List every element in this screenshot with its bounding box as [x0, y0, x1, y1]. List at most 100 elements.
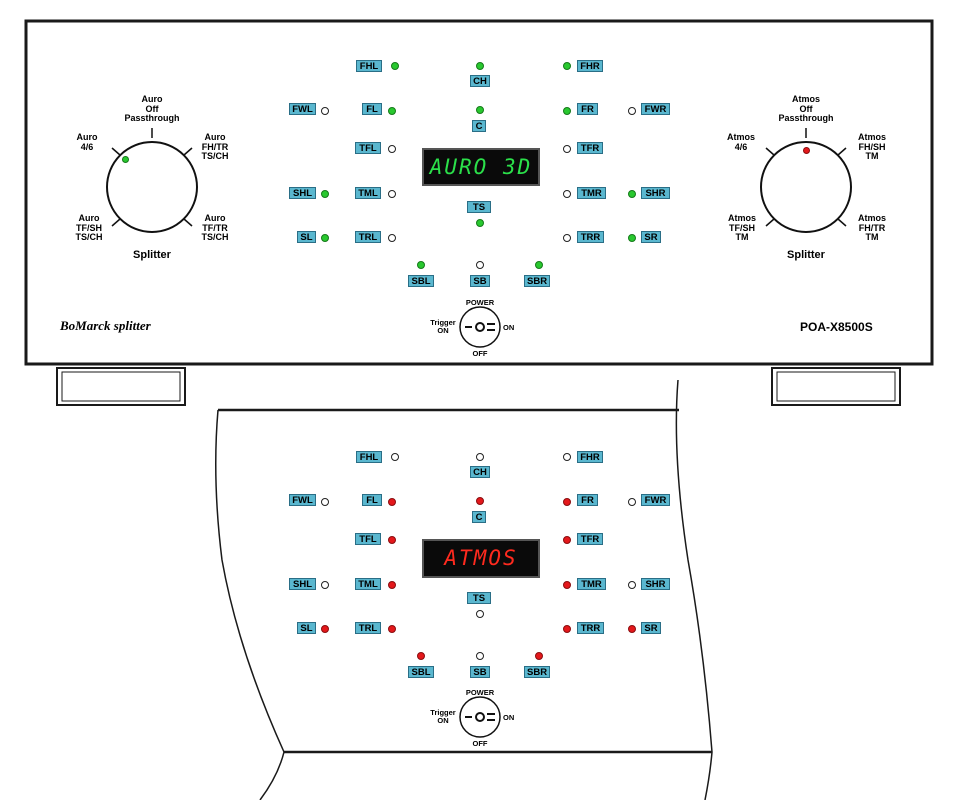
detail-led-sbl: [417, 652, 425, 660]
detail-led-trl: [388, 625, 396, 633]
detail-label-ts: TS: [467, 592, 491, 604]
front-label-fr: FR: [577, 103, 598, 115]
detail-led-fr: [563, 498, 571, 506]
detail-led-ts: [476, 610, 484, 618]
model-number: POA-X8500S: [800, 320, 873, 334]
detail-display: ATMOS: [422, 539, 540, 578]
front-label-trr: TRR: [577, 231, 604, 243]
detail-panel-outline: [215, 409, 285, 800]
front-label-ch: CH: [470, 75, 490, 87]
detail-label-fr: FR: [577, 494, 598, 506]
detail-led-fhl: [391, 453, 399, 461]
detail-label-sbr: SBR: [524, 666, 550, 678]
detail-power-title: POWER: [465, 688, 495, 697]
front-led-fr: [563, 107, 571, 115]
detail-led-sb: [476, 652, 484, 660]
detail-led-sr: [628, 625, 636, 633]
detail-led-trr: [563, 625, 571, 633]
detail-power-on: ON: [503, 713, 515, 722]
front-power-switch[interactable]: [459, 306, 501, 348]
detail-label-sl: SL: [297, 622, 316, 634]
right-foot: [771, 367, 901, 406]
front-led-sb: [476, 261, 484, 269]
detail-label-ch: CH: [470, 466, 490, 478]
left-foot: [56, 367, 186, 406]
front-power-on: ON: [503, 323, 515, 332]
front-led-sbr: [535, 261, 543, 269]
detail-label-sb: SB: [470, 666, 490, 678]
front-led-fwr: [628, 107, 636, 115]
front-led-fhr: [563, 62, 571, 70]
detail-label-fwr: FWR: [641, 494, 670, 506]
front-label-tml: TML: [355, 187, 381, 199]
detail-label-fhl: FHL: [356, 451, 382, 463]
front-label-sb: SB: [470, 275, 490, 287]
detail-led-tfr: [563, 536, 571, 544]
detail-led-fhr: [563, 453, 571, 461]
front-power-off: OFF: [472, 349, 488, 358]
detail-led-fl: [388, 498, 396, 506]
front-label-trl: TRL: [355, 231, 381, 243]
front-led-ts: [476, 219, 484, 227]
front-label-fl: FL: [362, 103, 382, 115]
detail-led-c: [476, 497, 484, 505]
front-led-trl: [388, 234, 396, 242]
detail-led-shl: [321, 581, 329, 589]
front-power-title: POWER: [465, 298, 495, 307]
front-label-shl: SHL: [289, 187, 316, 199]
detail-led-tmr: [563, 581, 571, 589]
detail-power-off: OFF: [472, 739, 488, 748]
detail-led-sl: [321, 625, 329, 633]
detail-label-tml: TML: [355, 578, 381, 590]
front-led-shl: [321, 190, 329, 198]
left-splitter-knob[interactable]: [106, 141, 198, 233]
front-label-fwr: FWR: [641, 103, 670, 115]
front-label-fhr: FHR: [577, 60, 603, 72]
front-led-tml: [388, 190, 396, 198]
detail-label-shl: SHL: [289, 578, 316, 590]
right-knob-title: Splitter: [787, 249, 825, 261]
detail-label-sr: SR: [641, 622, 661, 634]
left-knob-title: Splitter: [133, 249, 171, 261]
front-label-shr: SHR: [641, 187, 670, 199]
front-led-sbl: [417, 261, 425, 269]
detail-power-switch[interactable]: [459, 696, 501, 738]
detail-led-fwl: [321, 498, 329, 506]
right-splitter-knob[interactable]: [760, 141, 852, 233]
detail-led-ch: [476, 453, 484, 461]
front-label-tfl: TFL: [355, 142, 381, 154]
detail-label-trr: TRR: [577, 622, 604, 634]
detail-label-shr: SHR: [641, 578, 670, 590]
detail-label-tmr: TMR: [577, 578, 606, 590]
front-label-tfr: TFR: [577, 142, 603, 154]
front-led-sr: [628, 234, 636, 242]
detail-led-sbr: [535, 652, 543, 660]
front-led-c: [476, 106, 484, 114]
front-label-fhl: FHL: [356, 60, 382, 72]
front-label-fwl: FWL: [289, 103, 316, 115]
detail-led-fwr: [628, 498, 636, 506]
detail-led-tml: [388, 581, 396, 589]
detail-label-fwl: FWL: [289, 494, 316, 506]
front-label-sl: SL: [297, 231, 316, 243]
front-label-sbr: SBR: [524, 275, 550, 287]
front-label-tmr: TMR: [577, 187, 606, 199]
front-led-tmr: [563, 190, 571, 198]
detail-label-tfl: TFL: [355, 533, 381, 545]
front-led-trr: [563, 234, 571, 242]
front-led-fhl: [391, 62, 399, 70]
front-label-sr: SR: [641, 231, 661, 243]
front-led-sl: [321, 234, 329, 242]
detail-led-tfl: [388, 536, 396, 544]
detail-label-trl: TRL: [355, 622, 381, 634]
